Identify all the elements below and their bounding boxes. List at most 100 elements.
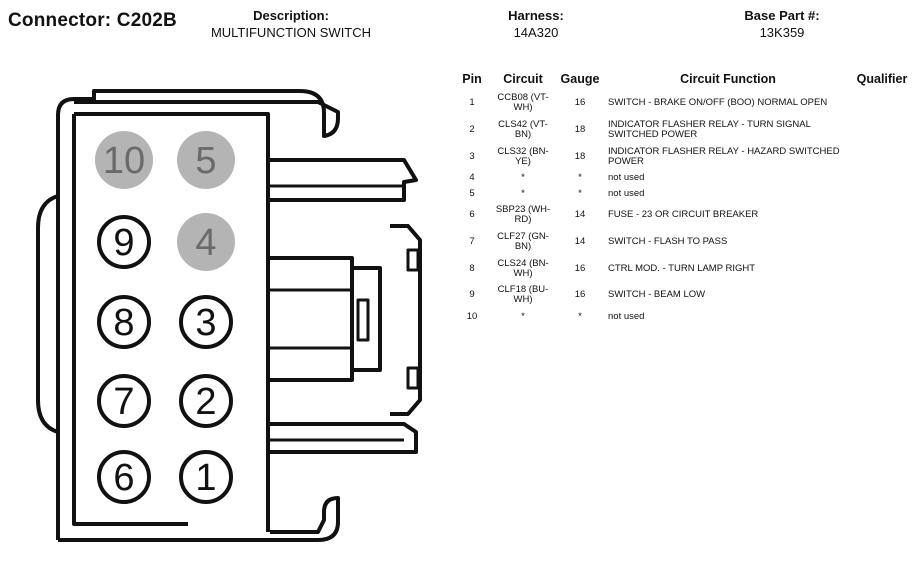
function-cell: FUSE - 23 OR CIRCUIT BREAKER bbox=[608, 209, 759, 221]
pin-cavity-8 bbox=[97, 295, 151, 349]
pin-cell: 7 bbox=[469, 236, 475, 248]
pin-cavity-7 bbox=[97, 374, 151, 428]
circuit-cell: CLF18 (BU-WH) bbox=[497, 284, 549, 306]
circuit-cell: * bbox=[521, 188, 525, 200]
table-row: 8 CLS24 (BN-WH) 16 CTRL MOD. - TURN LAMP… bbox=[452, 255, 914, 282]
pin-cavity-1 bbox=[179, 450, 233, 504]
qualifier-cell bbox=[850, 282, 914, 309]
table-row: 2 CLS42 (VT-BN) 18 INDICATOR FLASHER REL… bbox=[452, 117, 914, 144]
table-row: 7 CLF27 (GN-BN) 14 SWITCH - FLASH TO PAS… bbox=[452, 229, 914, 256]
pin-number-label: 2 bbox=[195, 381, 216, 423]
gauge-cell: 18 bbox=[574, 124, 586, 136]
qualifier-cell bbox=[850, 202, 914, 229]
pin-number-label: 9 bbox=[113, 222, 134, 264]
pin-cell: 10 bbox=[466, 310, 478, 322]
base-part-block: Base Part #: 13K359 bbox=[722, 7, 842, 41]
function-cell: INDICATOR FLASHER RELAY - TURN SIGNAL SW… bbox=[608, 119, 811, 141]
pin-cell: 8 bbox=[469, 262, 475, 274]
table-row: 10 * * not used bbox=[452, 309, 914, 325]
gauge-cell: * bbox=[578, 310, 582, 322]
qualifier-cell bbox=[850, 90, 914, 117]
gauge-cell: 16 bbox=[574, 289, 586, 301]
description-label: Description: bbox=[253, 8, 329, 23]
col-header-circuit: Circuit bbox=[503, 72, 543, 86]
pin-number-label: 5 bbox=[195, 140, 216, 182]
pin-cell: 2 bbox=[469, 124, 475, 136]
table-row: 4 * * not used bbox=[452, 170, 914, 186]
circuit-cell: CLS24 (BN-WH) bbox=[497, 257, 549, 279]
qualifier-cell bbox=[850, 229, 914, 256]
connector-housing bbox=[36, 89, 422, 542]
pin-cavity-4 bbox=[177, 213, 235, 271]
table-row: 6 SBP23 (WH-RD) 14 FUSE - 23 OR CIRCUIT … bbox=[452, 202, 914, 229]
circuit-cell: SBP23 (WH-RD) bbox=[495, 204, 551, 226]
gauge-cell: 14 bbox=[574, 209, 586, 221]
function-cell: not used bbox=[608, 188, 645, 200]
pin-cell: 1 bbox=[469, 97, 475, 109]
qualifier-cell bbox=[850, 255, 914, 282]
table-row: 9 CLF18 (BU-WH) 16 SWITCH - BEAM LOW bbox=[452, 282, 914, 309]
pin-number-label: 4 bbox=[195, 222, 216, 264]
pin-number-label: 3 bbox=[195, 302, 216, 344]
pin-cavity-10 bbox=[95, 131, 153, 189]
gauge-cell: 16 bbox=[574, 97, 586, 109]
circuit-cell: * bbox=[521, 172, 525, 184]
function-cell: SWITCH - BEAM LOW bbox=[608, 289, 706, 301]
base-part-label: Base Part #: bbox=[744, 8, 820, 23]
col-header-function: Circuit Function bbox=[680, 72, 776, 86]
pin-cell: 4 bbox=[469, 172, 475, 184]
pin-number-label: 6 bbox=[113, 457, 134, 499]
function-cell: INDICATOR FLASHER RELAY - HAZARD SWITCHE… bbox=[608, 145, 840, 167]
connector-title: Connector: C202B bbox=[8, 10, 177, 31]
qualifier-cell bbox=[850, 309, 914, 325]
col-header-pin: Pin bbox=[462, 72, 482, 86]
pin-number-label: 10 bbox=[103, 140, 145, 182]
function-cell: SWITCH - BRAKE ON/OFF (BOO) NORMAL OPEN bbox=[608, 97, 828, 109]
pin-cell: 6 bbox=[469, 209, 475, 221]
col-header-gauge: Gauge bbox=[560, 72, 600, 86]
pin-cavity-9 bbox=[97, 215, 151, 269]
circuit-cell: * bbox=[521, 310, 525, 322]
function-cell: SWITCH - FLASH TO PASS bbox=[608, 236, 728, 248]
gauge-cell: 18 bbox=[574, 150, 586, 162]
harness-block: Harness: 14A320 bbox=[476, 7, 596, 41]
function-cell: CTRL MOD. - TURN LAMP RIGHT bbox=[608, 262, 756, 274]
pin-cell: 5 bbox=[469, 188, 475, 200]
table-row: 1 CCB08 (VT-WH) 16 SWITCH - BRAKE ON/OFF… bbox=[452, 90, 914, 117]
harness-label: Harness: bbox=[508, 8, 564, 23]
col-header-qualifier: Qualifier bbox=[856, 72, 908, 86]
gauge-cell: * bbox=[578, 188, 582, 200]
circuit-cell: CLS32 (BN-YE) bbox=[497, 145, 549, 167]
pin-number-label: 7 bbox=[113, 381, 134, 423]
connector-face-diagram: 10 5 9 4 8 3 7 2 6 1 bbox=[36, 89, 422, 542]
gauge-cell: 16 bbox=[574, 262, 586, 274]
table-row: 5 * * not used bbox=[452, 186, 914, 202]
pin-cavity-2 bbox=[179, 374, 233, 428]
pin-cavities: 10 5 9 4 8 3 7 2 6 1 bbox=[95, 131, 235, 504]
circuit-cell: CLS42 (VT-BN) bbox=[498, 119, 548, 141]
qualifier-cell bbox=[850, 170, 914, 186]
pin-cell: 3 bbox=[469, 150, 475, 162]
circuit-cell: CCB08 (VT-WH) bbox=[497, 92, 549, 114]
gauge-cell: 14 bbox=[574, 236, 586, 248]
pin-cavity-3 bbox=[179, 295, 233, 349]
gauge-cell: * bbox=[578, 172, 582, 184]
qualifier-cell bbox=[850, 117, 914, 144]
table-row: 3 CLS32 (BN-YE) 18 INDICATOR FLASHER REL… bbox=[452, 143, 914, 170]
circuit-cell: CLF27 (GN-BN) bbox=[497, 231, 549, 253]
function-cell: not used bbox=[608, 310, 645, 322]
base-part-value: 13K359 bbox=[759, 25, 805, 40]
description-value: MULTIFUNCTION SWITCH bbox=[210, 25, 372, 40]
pin-cell: 9 bbox=[469, 289, 475, 301]
qualifier-cell bbox=[850, 186, 914, 202]
pinout-table: Pin Circuit Gauge Circuit Function Quali… bbox=[452, 72, 914, 325]
qualifier-cell bbox=[850, 143, 914, 170]
function-cell: not used bbox=[608, 172, 645, 184]
pin-cavity-5 bbox=[177, 131, 235, 189]
description-block: Description: MULTIFUNCTION SWITCH bbox=[196, 7, 386, 41]
pin-number-label: 1 bbox=[195, 457, 216, 499]
pin-cavity-6 bbox=[97, 450, 151, 504]
pin-number-label: 8 bbox=[113, 302, 134, 344]
harness-value: 14A320 bbox=[513, 25, 559, 40]
table-header-row: Pin Circuit Gauge Circuit Function Quali… bbox=[452, 72, 914, 90]
